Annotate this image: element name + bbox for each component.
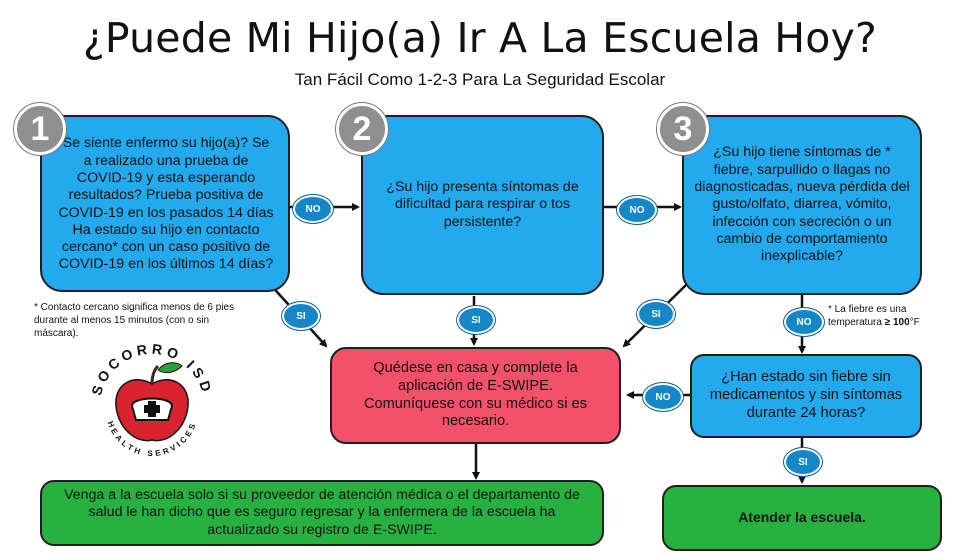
step-1-badge: 1 [14,103,66,155]
step-3-badge: 3 [657,103,709,155]
no-label-3-fever: NO [784,308,824,336]
page-subtitle: Tan Fácil Como 1-2-3 Para La Seguridad E… [294,70,666,89]
no-label-fever-stayhome: NO [643,383,683,411]
si-label-3: SI [637,300,675,328]
stay-home-box: Quédese en casa y complete la aplicación… [330,347,621,444]
fever-note-text: * La fiebre es una temperatura [828,304,907,328]
si-label-2: SI [457,306,495,334]
si-label-1: SI [282,302,320,330]
step-1-text: Se siente enfermo su hijo(a)? Se a reali… [58,135,274,273]
stay-home-text: Quédese en casa y complete la aplicación… [363,359,588,430]
fever-note-value: ≥ 100 [884,317,910,328]
step-2-text: ¿Su hijo presenta síntomas de dificultad… [386,179,579,230]
step-1-box: Se siente enfermo su hijo(a)? Se a reali… [40,115,290,292]
return-school-text: Venga a la escuela solo si su proveedor … [64,487,580,538]
fever-note-unit: °F [909,317,920,328]
return-school-box: Venga a la escuela solo si su proveedor … [40,480,604,546]
step-2-box: ¿Su hijo presenta síntomas de dificultad… [361,115,604,295]
page-title: ¿Puede Mi Hijo(a) Ir A La Escuela Hoy? [82,14,878,62]
si-label-fever-attend: SI [784,448,822,476]
no-label-1-2: NO [293,195,333,223]
socorro-isd-logo: SOCORRO ISD HEALTH SERVICES [88,341,212,458]
fever-free-box: ¿Han estado sin fiebre sin medicamentos … [690,354,922,438]
fever-note: * La fiebre es una temperatura ≥ 100°F [828,303,940,329]
step-3-text: ¿Su hijo tiene síntomas de * fiebre, sar… [694,144,910,265]
close-contact-note: * Contacto cercano significa menos de 6 … [34,302,235,339]
fever-free-text: ¿Han estado sin fiebre sin medicamentos … [709,369,903,421]
no-label-2-3: NO [617,196,657,224]
apple-icon [115,362,189,442]
step-2-badge: 2 [336,103,388,155]
step-3-box: ¿Su hijo tiene síntomas de * fiebre, sar… [682,115,922,295]
attend-school-box: Atender la escuela. [662,485,942,551]
attend-school-text: Atender la escuela. [738,509,866,526]
